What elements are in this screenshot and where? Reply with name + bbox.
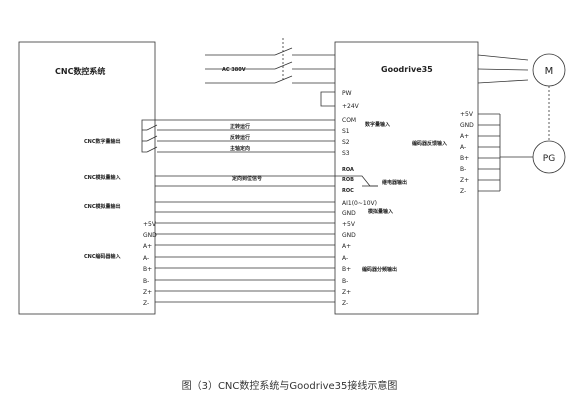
drive-right-pin: +5V bbox=[460, 111, 474, 118]
drive-pin-rob: ROB bbox=[342, 177, 354, 183]
drive-pin-roa: ROA bbox=[342, 167, 354, 173]
pw-jumper bbox=[320, 91, 335, 107]
cnc-pin: B+ bbox=[143, 266, 152, 273]
relay-wires bbox=[155, 175, 378, 187]
power-lines bbox=[205, 54, 335, 84]
cnc-pin: GND bbox=[143, 232, 157, 239]
drive-out-pin: Z- bbox=[342, 300, 348, 307]
drive-label-analog-in: 模拟量输入 bbox=[368, 208, 393, 215]
cnc-label-digital-out: CNC数字量输出 bbox=[84, 138, 121, 145]
power-label: AC 380V bbox=[222, 67, 246, 73]
signal-forward: 正转运行 bbox=[230, 123, 250, 130]
drive-out-pin: B+ bbox=[342, 266, 351, 273]
drive-pin-pw: PW bbox=[342, 90, 352, 97]
cnc-label-encoder-in: CNC编码器输入 bbox=[84, 253, 121, 260]
drive-pin-ai1: AI1(0~10V) bbox=[342, 200, 377, 207]
drive-right-pin: Z+ bbox=[460, 177, 469, 184]
cnc-title: CNC数控系统 bbox=[55, 66, 105, 76]
drive-label-encoder-out: 编码器分频输出 bbox=[362, 266, 397, 273]
drive-out-pin: Z+ bbox=[342, 289, 351, 296]
cnc-pin: B- bbox=[143, 278, 149, 285]
drive-right-pin: A- bbox=[460, 144, 466, 151]
drive-label-relay: 继电器输出 bbox=[382, 179, 407, 186]
cnc-pin: Z- bbox=[143, 300, 149, 307]
cnc-pin: +5V bbox=[143, 221, 157, 228]
cnc-pin: A+ bbox=[143, 243, 152, 250]
drive-title: Goodrive35 bbox=[381, 65, 433, 74]
drive-out-pin: GND bbox=[342, 232, 356, 239]
drive-box bbox=[334, 41, 479, 315]
drive-pin-s1: S1 bbox=[342, 128, 350, 135]
drive-out-pin: A+ bbox=[342, 243, 351, 250]
signal-orient: 主轴定向 bbox=[230, 145, 250, 152]
digital-wires bbox=[141, 119, 335, 153]
drive-out-pin: +5V bbox=[342, 221, 356, 228]
drive-pin-com: COM bbox=[342, 117, 356, 124]
drive-pin-gnd: GND bbox=[342, 210, 356, 217]
drive-pin-roc: ROC bbox=[342, 188, 354, 194]
cnc-pin: A- bbox=[143, 255, 149, 262]
drive-right-pin: GND bbox=[460, 122, 474, 129]
drive-pin-s3: S3 bbox=[342, 150, 350, 157]
pg-label: PG bbox=[543, 154, 555, 164]
drive-pin-24v: +24V bbox=[342, 103, 360, 110]
motor-lines bbox=[477, 54, 529, 84]
encoder-wires bbox=[155, 222, 335, 303]
drive-label-digital-in: 数字量输入 bbox=[365, 121, 390, 128]
drive-right-pin: B- bbox=[460, 166, 466, 173]
pg-wires bbox=[478, 113, 533, 192]
motor-label: M bbox=[545, 66, 554, 77]
drive-out-pin: A- bbox=[342, 255, 348, 262]
drive-pin-s2: S2 bbox=[342, 139, 350, 146]
signal-orient-done: 定向到位信号 bbox=[231, 175, 262, 182]
cnc-box bbox=[18, 41, 156, 315]
drive-out-pin: B- bbox=[342, 278, 348, 285]
cnc-label-analog-out: CNC模拟量输出 bbox=[84, 203, 121, 210]
cnc-pin: Z+ bbox=[143, 289, 152, 296]
drive-label-encoder-in: 编码器反馈输入 bbox=[412, 140, 447, 147]
analog-wires bbox=[155, 201, 335, 213]
drive-right-pin: Z- bbox=[460, 188, 466, 195]
signal-reverse: 反转运行 bbox=[230, 134, 250, 141]
cnc-label-analog-in: CNC模拟量输入 bbox=[84, 174, 121, 181]
drive-right-pin: B+ bbox=[460, 155, 469, 162]
drive-right-pin: A+ bbox=[460, 133, 469, 140]
power-breaker bbox=[274, 38, 293, 84]
figure-caption: 图（3）CNC数控系统与Goodrive35接线示意图 bbox=[181, 381, 398, 392]
